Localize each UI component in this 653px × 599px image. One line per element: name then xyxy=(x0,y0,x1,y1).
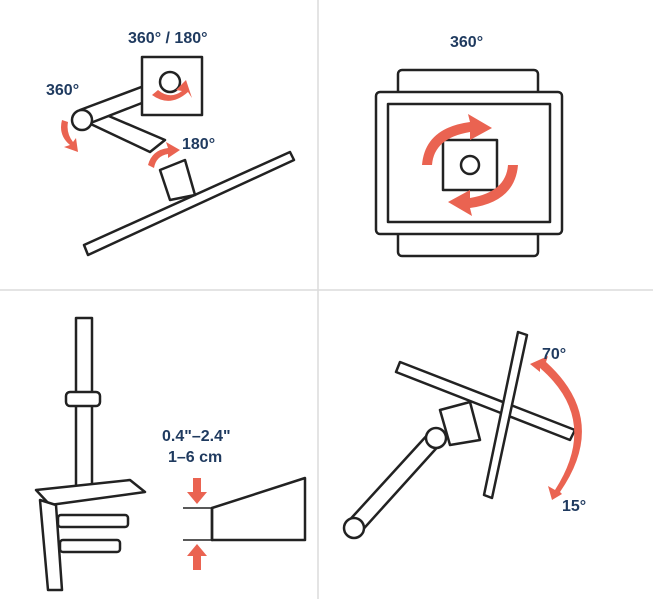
rotate-arrow-icon xyxy=(422,114,492,165)
label-thickness-cm: 1–6 cm xyxy=(168,449,223,466)
label-tilt-min: 15° xyxy=(562,498,587,515)
rotate-arrow-icon xyxy=(148,142,180,168)
label-arm-rotation: 360° / 180° xyxy=(128,30,208,47)
tilt-arrow-icon xyxy=(530,356,582,500)
arm-rotation-illustration xyxy=(61,55,296,257)
rotate-arrow-icon xyxy=(448,165,518,216)
rotate-arrow-icon xyxy=(61,120,78,152)
arrow-up-icon xyxy=(187,544,207,570)
label-arm-pivot: 180° xyxy=(182,136,216,153)
label-thickness-inches: 0.4"–2.4" xyxy=(162,428,231,445)
desk-clamp-illustration xyxy=(34,316,307,592)
label-tilt-max: 70° xyxy=(542,346,567,363)
tilt-illustration xyxy=(342,330,582,540)
label-arm-swivel: 360° xyxy=(46,82,80,99)
arrow-down-icon xyxy=(187,478,207,504)
label-screen-rotation: 360° xyxy=(450,34,484,51)
rotate-arrow-icon xyxy=(152,80,192,101)
screen-rotation-illustration xyxy=(374,68,564,258)
